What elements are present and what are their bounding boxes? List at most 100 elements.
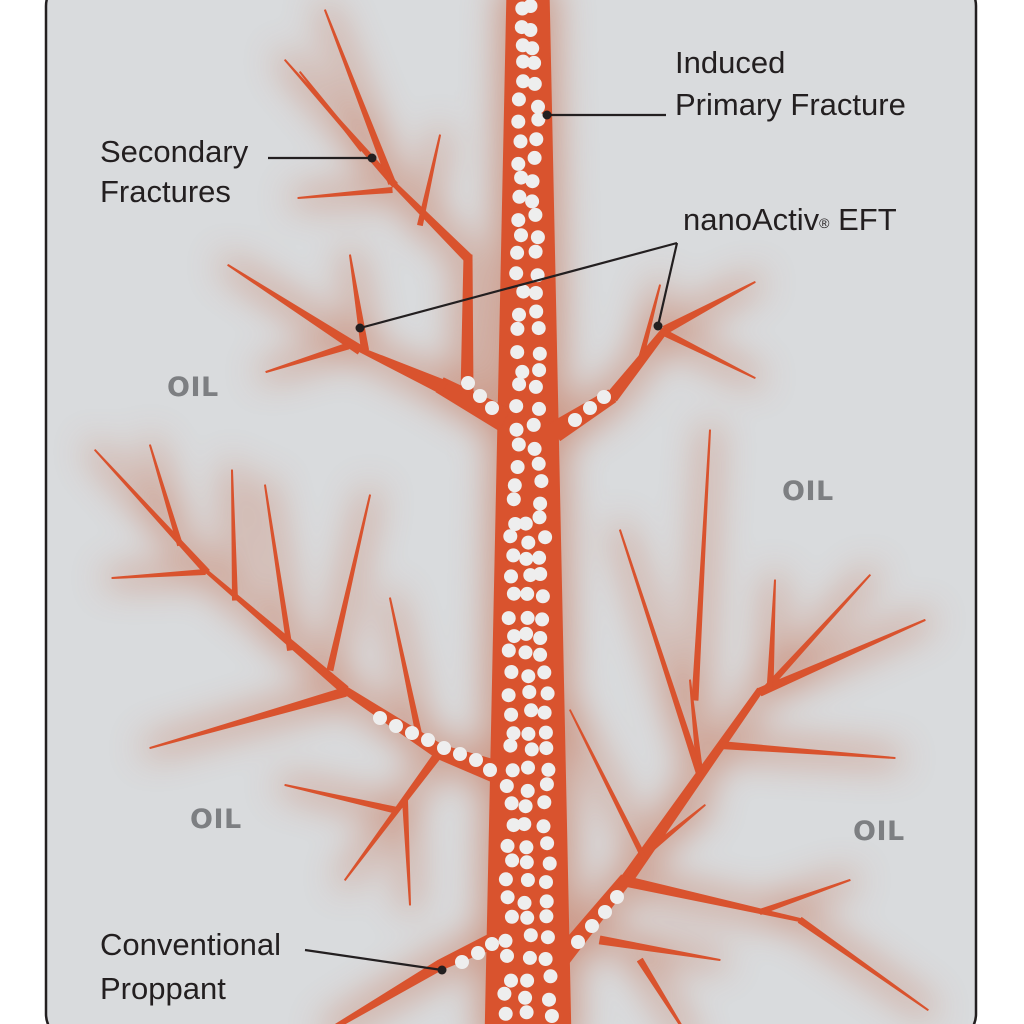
- secondary-fracture: [569, 709, 648, 862]
- secondary-fracture: [766, 579, 776, 691]
- proppant-particle: [531, 99, 545, 114]
- proppant-particle: [519, 551, 534, 566]
- proppant-particle: [499, 779, 514, 793]
- proppant-particle: [542, 992, 556, 1007]
- secondary-fracture: [762, 574, 871, 693]
- proppant-particle: [506, 548, 521, 563]
- proppant-particle: [511, 92, 526, 107]
- secondary-fracture: [619, 529, 704, 777]
- proppant-particle: [518, 990, 533, 1005]
- proppant-particle: [500, 890, 515, 905]
- secondary-fracture: [757, 619, 926, 697]
- proppant-particle: [532, 346, 547, 361]
- oil-label-2: OIL: [782, 476, 834, 507]
- proppant-particle: [537, 795, 552, 810]
- proppant-particle: [532, 401, 546, 416]
- proppant-particle: [533, 647, 548, 662]
- proppant-particle: [536, 819, 551, 834]
- proppant-particle: [528, 207, 543, 222]
- proppant-particle: [471, 946, 485, 960]
- proppant-particle: [504, 707, 519, 722]
- proppant-particle: [518, 516, 533, 531]
- proppant-particle: [497, 986, 512, 1001]
- proppant-particle: [528, 244, 543, 259]
- proppant-particle: [524, 742, 539, 757]
- proppant-particle: [537, 665, 552, 680]
- proppant-particle: [510, 345, 525, 360]
- proppant-particle: [527, 55, 542, 70]
- label-secondary-line2: Fractures: [100, 174, 231, 209]
- leader-dot-nano-left: [355, 323, 365, 333]
- label-proppant-line2: Proppant: [100, 971, 226, 1006]
- oil-label-1: OIL: [167, 372, 219, 403]
- proppant-particle: [520, 783, 535, 798]
- proppant-particle: [511, 437, 526, 452]
- proppant-particle: [506, 818, 521, 833]
- secondary-fracture: [618, 874, 801, 922]
- proppant-particle: [532, 363, 547, 378]
- proppant-particle: [519, 855, 534, 870]
- proppant-particle: [571, 935, 585, 949]
- label-nanoactiv-mark: ®: [819, 215, 830, 231]
- proppant-particle: [373, 711, 387, 725]
- proppant-particle: [537, 705, 552, 720]
- proppant-particle: [515, 364, 530, 379]
- proppant-particle: [500, 948, 514, 963]
- label-primary-line2: Primary Fracture: [675, 87, 906, 122]
- proppant-particle: [514, 228, 528, 243]
- proppant-particle: [529, 132, 544, 147]
- leader-proppant: [304, 948, 443, 972]
- proppant-particle: [509, 422, 524, 437]
- proppant-particle: [510, 321, 525, 336]
- proppant-particle: [501, 611, 516, 626]
- secondary-fracture: [719, 741, 896, 759]
- proppant-particle: [513, 134, 528, 149]
- proppant-particle: [455, 955, 469, 969]
- proppant-particle: [524, 703, 539, 718]
- proppant-particle: [527, 441, 542, 456]
- proppant-particle: [503, 738, 518, 753]
- proppant-particle: [501, 643, 516, 658]
- proppant-particle: [521, 535, 536, 550]
- secondary-fracture: [149, 687, 347, 749]
- secondary-fracture: [758, 879, 851, 915]
- proppant-particle: [507, 629, 522, 644]
- proppant-particle: [519, 626, 534, 641]
- proppant-particle: [437, 741, 451, 755]
- proppant-particle: [540, 686, 555, 701]
- proppant-particle: [522, 685, 537, 699]
- proppant-particle: [522, 950, 537, 965]
- proppant-particle: [531, 321, 546, 336]
- proppant-particle: [539, 741, 554, 756]
- proppant-particle: [539, 777, 554, 792]
- proppant-particle: [509, 266, 524, 281]
- proppant-particle: [528, 379, 543, 394]
- secondary-fracture: [637, 284, 661, 364]
- proppant-particle: [507, 478, 522, 493]
- leader-dot-proppant: [437, 965, 447, 975]
- proppant-particle: [517, 817, 532, 832]
- proppant-particle: [525, 174, 540, 189]
- proppant-particle: [532, 550, 547, 565]
- proppant-particle: [521, 669, 536, 684]
- proppant-particle: [527, 76, 542, 91]
- proppant-particle: [506, 726, 521, 741]
- secondary-fracture: [598, 935, 721, 961]
- proppant-particle: [506, 586, 521, 601]
- secondary-fracture: [264, 484, 293, 651]
- proppant-particle: [523, 23, 538, 37]
- proppant-particle: [506, 492, 521, 507]
- proppant-particle: [520, 873, 535, 887]
- proppant-particle: [421, 733, 435, 747]
- proppant-particle: [538, 725, 553, 740]
- label-nanoactiv: nanoActiv® EFT: [683, 202, 897, 237]
- secondary-fracture: [231, 469, 238, 601]
- proppant-particle: [508, 517, 523, 531]
- secondary-fracture: [297, 187, 393, 199]
- secondary-fracture: [549, 389, 617, 441]
- proppant-particle: [520, 586, 535, 601]
- leader-dot-primary: [542, 110, 552, 120]
- leader-dot-secondary: [367, 153, 377, 163]
- proppant-particle: [453, 747, 467, 761]
